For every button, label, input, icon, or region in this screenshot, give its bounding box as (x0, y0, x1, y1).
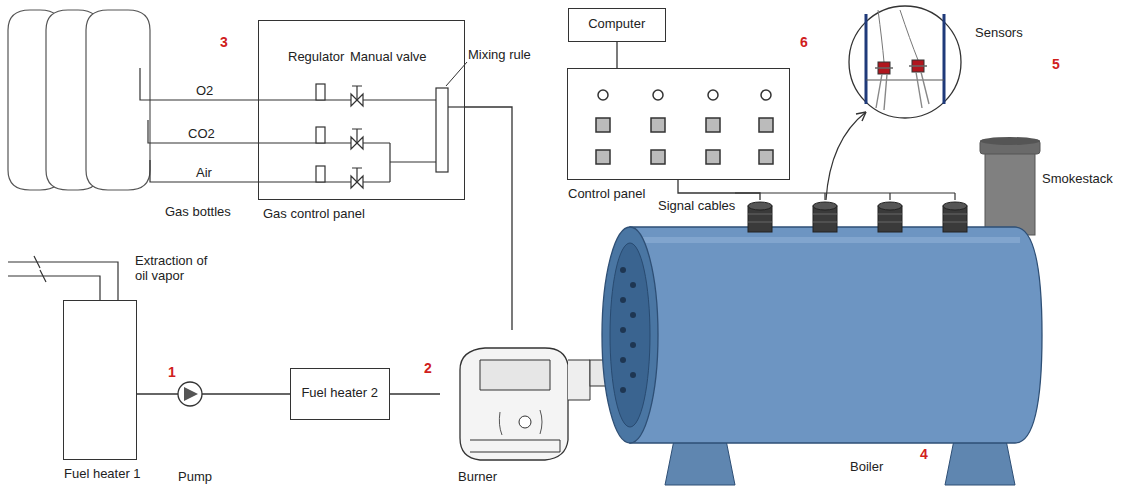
node-label: Gas control panel (263, 207, 365, 222)
heater-box: Fuel heater 1 (63, 300, 137, 460)
callout-number: 5 (1052, 56, 1060, 72)
connector (137, 393, 290, 394)
panel-box: Gas control panel (258, 20, 465, 200)
node-label: Burner (458, 470, 497, 485)
part-label: Pump (178, 470, 212, 485)
connector (678, 180, 760, 200)
callout-number: 3 (220, 34, 228, 50)
node-label: Fuel heater 2 (301, 386, 378, 401)
part-label: Gas bottles (165, 205, 231, 220)
callout-number: 2 (424, 360, 432, 376)
extraction-pipes (8, 256, 118, 300)
part-label: Manual valve (350, 50, 427, 65)
sensors-callout (826, 6, 961, 200)
leader-line (446, 62, 467, 86)
connector (390, 393, 440, 394)
pump-symbol (178, 382, 202, 406)
regulators (316, 84, 325, 182)
callout-number: 1 (168, 364, 176, 380)
gas-lines (140, 68, 465, 182)
signal-cables (735, 193, 955, 200)
node-label: Control panel (568, 187, 645, 202)
part-label: Regulator (288, 50, 344, 65)
part-label: O2 (196, 84, 213, 99)
node-label: Boiler (850, 460, 883, 475)
part-label: Air (196, 166, 212, 181)
mixing-rule (436, 88, 448, 172)
heater-box: Fuel heater 2 (290, 368, 390, 420)
connector (465, 107, 512, 330)
node-label: Fuel heater 1 (64, 467, 141, 482)
callout-number: 6 (800, 34, 808, 50)
smokestack (980, 137, 1040, 235)
control-panel-controls (596, 90, 773, 164)
gas-bottles (8, 10, 150, 190)
part-label: Mixing rule (468, 48, 531, 63)
computer-box: Computer (568, 8, 666, 42)
burner: Burner (440, 330, 625, 492)
manual-valves (351, 86, 363, 188)
connector (616, 42, 617, 68)
boiler: Boiler (595, 200, 1050, 492)
part-label: CO2 (188, 127, 215, 142)
burner-illustration (440, 330, 625, 492)
boiler-illustration (595, 200, 1050, 492)
part-label: Signal cables (658, 199, 735, 214)
part-label: Extraction of oil vapor (135, 254, 219, 284)
part-label: Smokestack (1042, 172, 1113, 187)
panel-box: Control panel (567, 68, 790, 180)
part-label: Sensors (975, 26, 1023, 41)
node-label: Computer (588, 17, 645, 32)
callout-number: 4 (920, 446, 928, 462)
